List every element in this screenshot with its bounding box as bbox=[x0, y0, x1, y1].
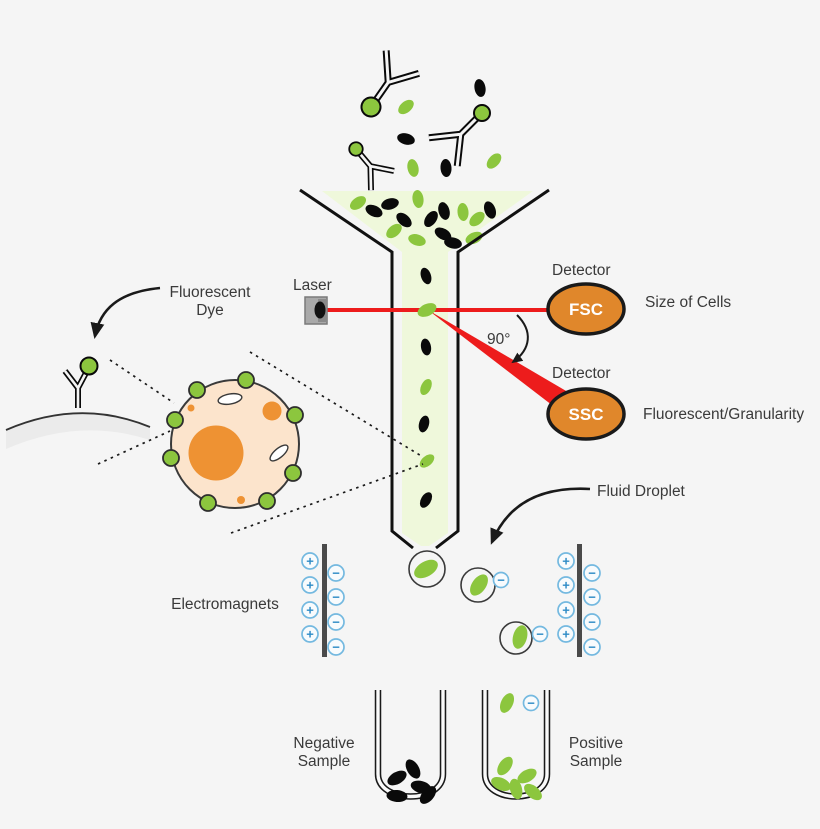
svg-text:−: − bbox=[588, 590, 596, 605]
charge-plus: + bbox=[301, 576, 319, 594]
fluorescent-dye-arrow bbox=[90, 286, 161, 339]
svg-text:−: − bbox=[588, 615, 596, 630]
falling-cells bbox=[397, 79, 502, 177]
svg-text:−: − bbox=[527, 696, 535, 711]
svg-text:+: + bbox=[562, 578, 570, 593]
svg-text:+: + bbox=[306, 603, 314, 618]
dye-molecule bbox=[79, 356, 99, 376]
charge-minus: − bbox=[327, 613, 345, 631]
fluid-droplet-arrow bbox=[490, 487, 591, 545]
funnel-cells bbox=[349, 190, 497, 249]
svg-text:+: + bbox=[306, 578, 314, 593]
svg-text:+: + bbox=[306, 554, 314, 569]
funnel-walls bbox=[299, 188, 550, 550]
svg-text:+: + bbox=[562, 603, 570, 618]
charge-minus: − bbox=[327, 564, 345, 582]
funnel-stream bbox=[322, 191, 533, 546]
charge-plus: + bbox=[557, 601, 575, 619]
magnified-cell bbox=[162, 371, 304, 512]
antibody-icon bbox=[348, 141, 395, 191]
electromagnet-plate-left: + + + + − − − − bbox=[301, 544, 345, 657]
charge-minus: − bbox=[492, 571, 510, 589]
fsc-detector-label: FSC bbox=[569, 300, 603, 319]
fluid-droplet-annotation: Fluid Droplet bbox=[490, 483, 686, 545]
ssc-detector-label: SSC bbox=[569, 405, 604, 424]
fluorescent-dye-annotation: Fluorescent Dye bbox=[90, 284, 252, 339]
charge-minus: − bbox=[583, 638, 601, 656]
laser-device-icon bbox=[304, 296, 328, 325]
fluid-droplet-label: Fluid Droplet bbox=[597, 483, 686, 500]
charge-minus: − bbox=[583, 613, 601, 631]
charge-plus: + bbox=[301, 625, 319, 643]
charge-plus: + bbox=[557, 576, 575, 594]
charge-minus: − bbox=[327, 638, 345, 656]
antibody-icon bbox=[360, 50, 420, 118]
membrane-surface bbox=[5, 412, 151, 449]
electromagnet-plate-right: + + + + − − − − bbox=[557, 544, 601, 657]
antibody-icon bbox=[62, 356, 99, 408]
charge-plus: + bbox=[557, 552, 575, 570]
fluorescent-dye-label-line1: Fluorescent bbox=[170, 284, 252, 301]
electromagnets-label: Electromagnets bbox=[171, 596, 279, 613]
charge-minus: − bbox=[522, 694, 540, 712]
charge-plus: + bbox=[301, 601, 319, 619]
positive-sample-label-line1: Positive bbox=[569, 735, 623, 752]
charge-minus: − bbox=[583, 588, 601, 606]
angle-arc-arrow bbox=[511, 314, 529, 364]
charge-minus: − bbox=[531, 625, 549, 643]
svg-text:−: − bbox=[332, 640, 340, 655]
negative-sample-tube: Negative Sample bbox=[293, 690, 447, 804]
laser-label: Laser bbox=[293, 277, 332, 294]
droplets: − − bbox=[408, 550, 549, 655]
negative-sample-label-line2: Sample bbox=[298, 753, 351, 770]
svg-text:−: − bbox=[497, 573, 505, 588]
angle-label: 90° bbox=[487, 331, 510, 348]
charge-minus: − bbox=[327, 588, 345, 606]
svg-text:−: − bbox=[588, 566, 596, 581]
svg-text:+: + bbox=[306, 627, 314, 642]
scatter-beam bbox=[428, 310, 573, 412]
svg-text:−: − bbox=[332, 590, 340, 605]
svg-text:+: + bbox=[562, 627, 570, 642]
svg-text:−: − bbox=[332, 615, 340, 630]
charge-plus: + bbox=[557, 625, 575, 643]
charge-minus: − bbox=[583, 564, 601, 582]
ssc-description: Fluorescent/Granularity bbox=[643, 406, 804, 423]
ssc-detector: Detector SSC Fluorescent/Granularity bbox=[546, 365, 804, 441]
antibody-icon bbox=[428, 104, 491, 167]
cell-nucleus bbox=[188, 425, 244, 481]
svg-text:+: + bbox=[562, 554, 570, 569]
stream-cells bbox=[417, 267, 437, 508]
svg-text:−: − bbox=[332, 566, 340, 581]
negative-cells bbox=[386, 759, 437, 804]
svg-text:−: − bbox=[588, 640, 596, 655]
fsc-detector-caption: Detector bbox=[552, 262, 611, 279]
positive-sample-label-line2: Sample bbox=[570, 753, 623, 770]
charge-plus: + bbox=[301, 552, 319, 570]
fsc-detector: Detector FSC Size of Cells bbox=[546, 262, 731, 336]
svg-text:−: − bbox=[536, 627, 544, 642]
positive-sample-tube: − Positive Sample bbox=[481, 690, 623, 801]
membrane-dye-markers bbox=[162, 371, 304, 512]
positive-cells bbox=[491, 693, 542, 801]
magnification-lines bbox=[97, 351, 424, 534]
ssc-detector-caption: Detector bbox=[552, 365, 611, 382]
fluorescent-dye-label-line2: Dye bbox=[196, 302, 224, 319]
negative-sample-label-line1: Negative bbox=[293, 735, 354, 752]
fsc-description: Size of Cells bbox=[645, 294, 731, 311]
laser-beam bbox=[326, 308, 573, 412]
